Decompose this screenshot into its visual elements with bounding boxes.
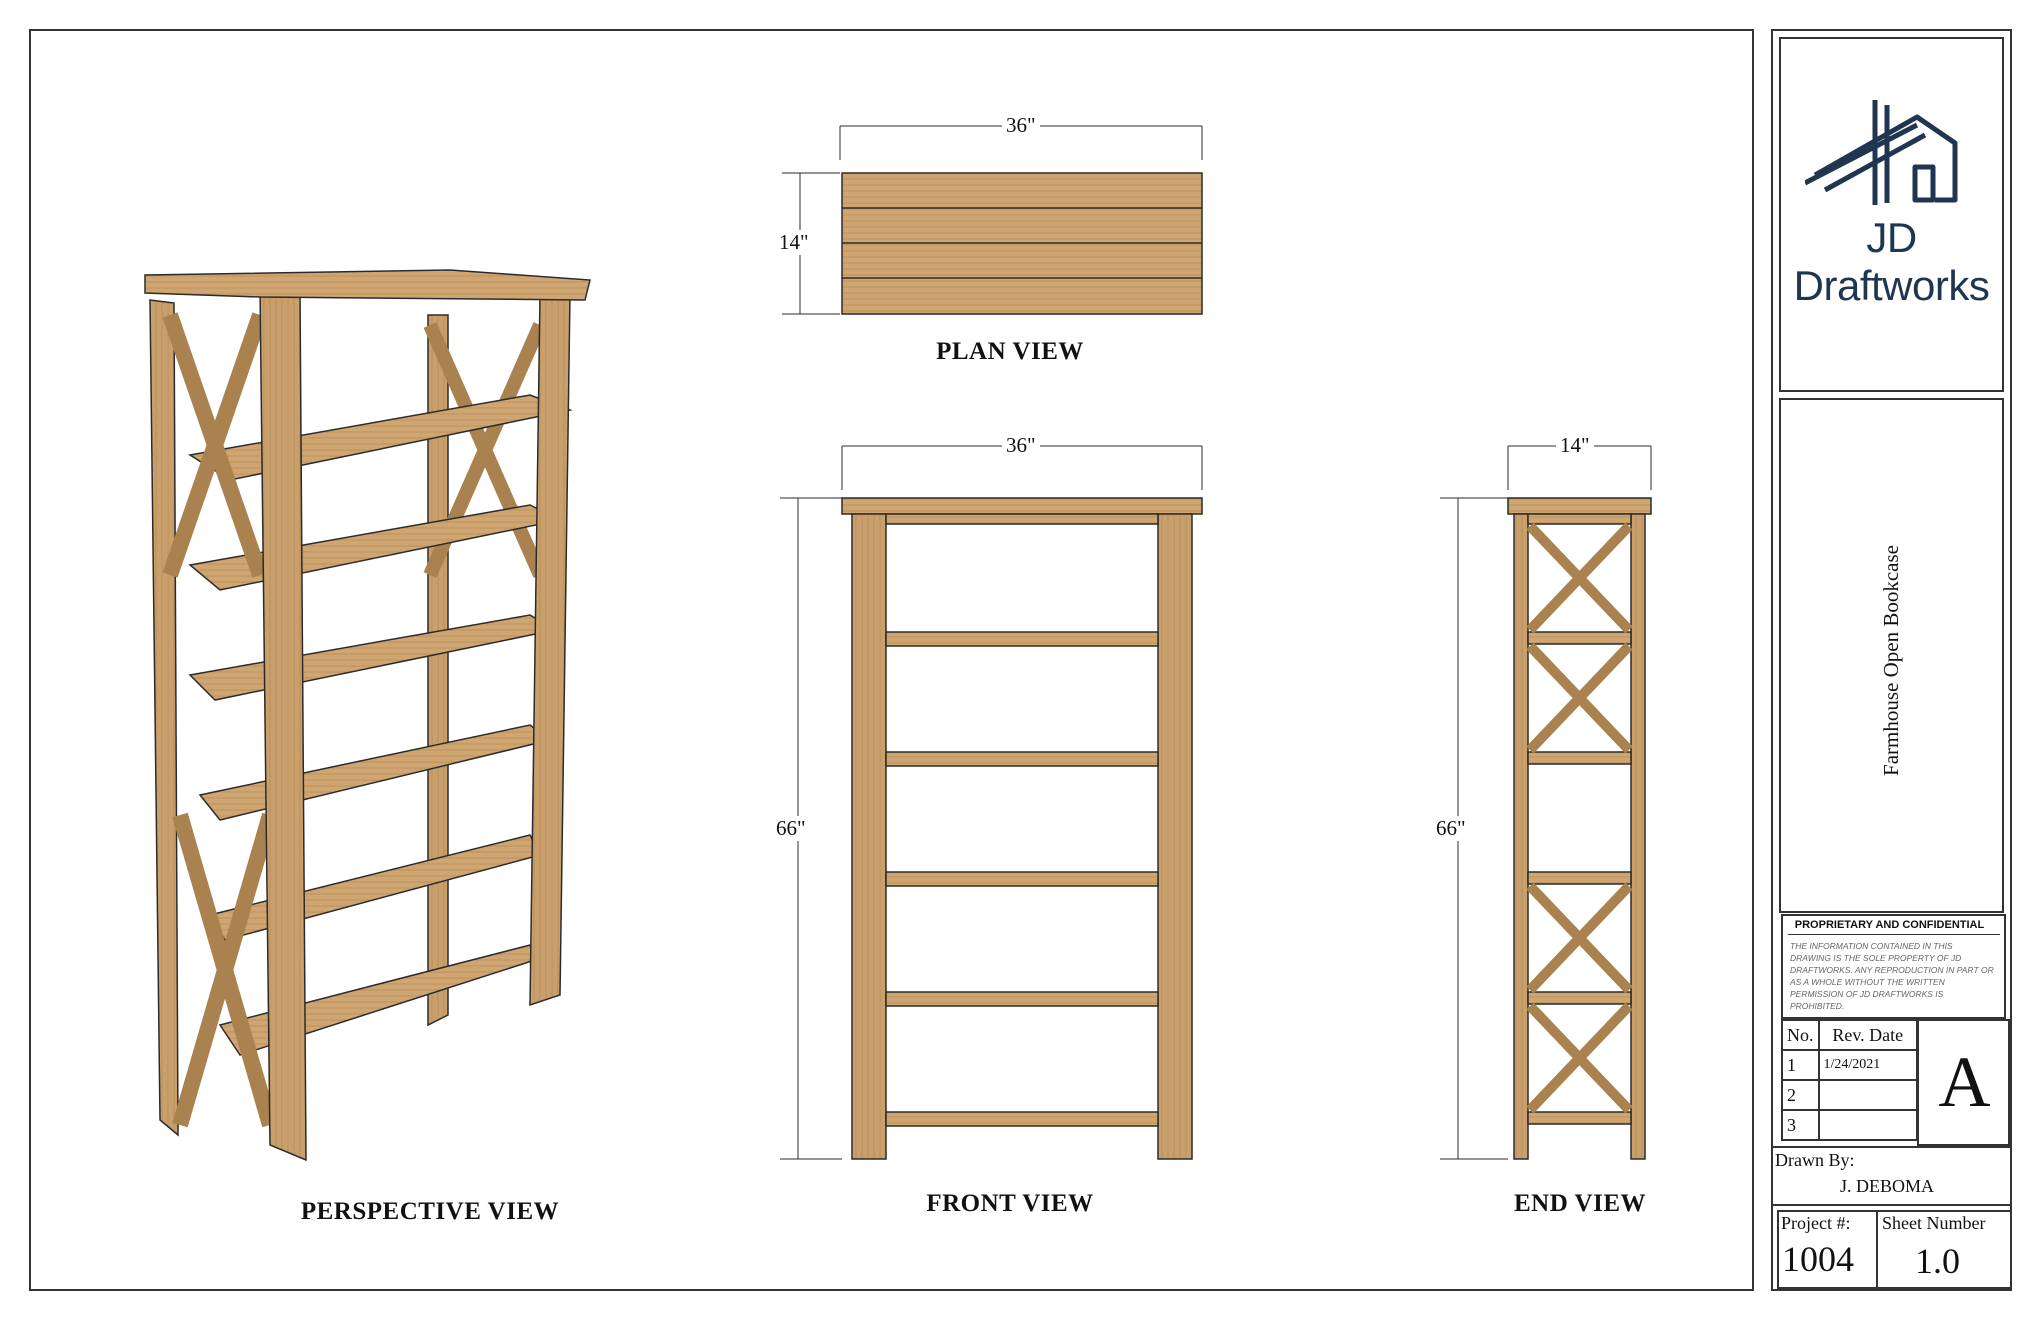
confidential-box — [1781, 914, 2006, 1019]
end-view-label: END VIEW — [1513, 1190, 1647, 1217]
confidential-heading: PROPRIETARY AND CONFIDENTIAL — [1794, 919, 1985, 931]
confidential-text: THE INFORMATION CONTAINED IN THIS DRAWIN… — [1790, 941, 1994, 1011]
revision-row: 3 — [1781, 1109, 1918, 1141]
front-view-label: FRONT VIEW — [926, 1190, 1094, 1217]
sheet-number: 1.0 — [1915, 1241, 1960, 1281]
revision-table: No. Rev. Date 1 1/24/2021 2 3 — [1781, 1019, 1918, 1141]
end-height-dimension: 66" — [1432, 816, 1470, 841]
rev-no: 2 — [1781, 1079, 1820, 1111]
perspective-view-label: PERSPECTIVE VIEW — [300, 1198, 560, 1225]
front-height-dimension: 66" — [772, 816, 810, 841]
rev-no: 1 — [1781, 1049, 1820, 1081]
front-width-dimension: 36" — [1002, 433, 1040, 458]
revision-header-row: No. Rev. Date — [1781, 1019, 1918, 1051]
sheet-title: Farmhouse Open Bookcase — [1879, 544, 1904, 776]
sheet-title-box — [1779, 398, 2004, 913]
sheet-number-box — [1876, 1210, 2012, 1289]
sheet-title-container: Farmhouse Open Bookcase — [1781, 400, 2002, 920]
end-depth-dimension: 14" — [1556, 433, 1594, 458]
end-view-drawing — [1440, 445, 1652, 1160]
drawn-by-box — [1771, 1146, 2012, 1206]
revision-letter-box — [1917, 1019, 2010, 1146]
front-view-drawing — [780, 445, 1203, 1160]
drawn-by-label: Drawn By: — [1775, 1150, 1855, 1170]
revision-row: 2 — [1781, 1079, 1918, 1111]
rev-no: 3 — [1781, 1109, 1820, 1141]
confidential-divider — [1788, 934, 2000, 935]
logo-box — [1779, 37, 2004, 392]
perspective-view-drawing — [144, 269, 591, 1162]
rev-date: 1/24/2021 — [1817, 1049, 1918, 1081]
project-number: 1004 — [1782, 1239, 1854, 1279]
plan-view-label: PLAN VIEW — [936, 338, 1084, 365]
project-number-label: Project #: — [1781, 1213, 1851, 1233]
rev-header-no: No. — [1781, 1019, 1820, 1051]
sheet-number-label: Sheet Number — [1882, 1213, 1986, 1233]
plan-width-dimension: 36" — [1002, 113, 1040, 138]
house-logo-icon — [1805, 100, 1958, 205]
rev-header-date: Rev. Date — [1817, 1019, 1918, 1051]
rev-date — [1817, 1079, 1918, 1111]
revision-letter: A — [1938, 1042, 1991, 1122]
plan-view-drawing — [782, 125, 1203, 315]
drawing-frame — [29, 29, 1754, 1291]
revision-row: 1 1/24/2021 — [1781, 1049, 1918, 1081]
plan-depth-dimension: 14" — [775, 230, 813, 255]
company-name: JD Draftworks — [1793, 214, 1990, 309]
rev-date — [1817, 1109, 1918, 1141]
title-block — [1771, 29, 2012, 1291]
drawn-by-name: J. DEBOMA — [1840, 1176, 1935, 1196]
